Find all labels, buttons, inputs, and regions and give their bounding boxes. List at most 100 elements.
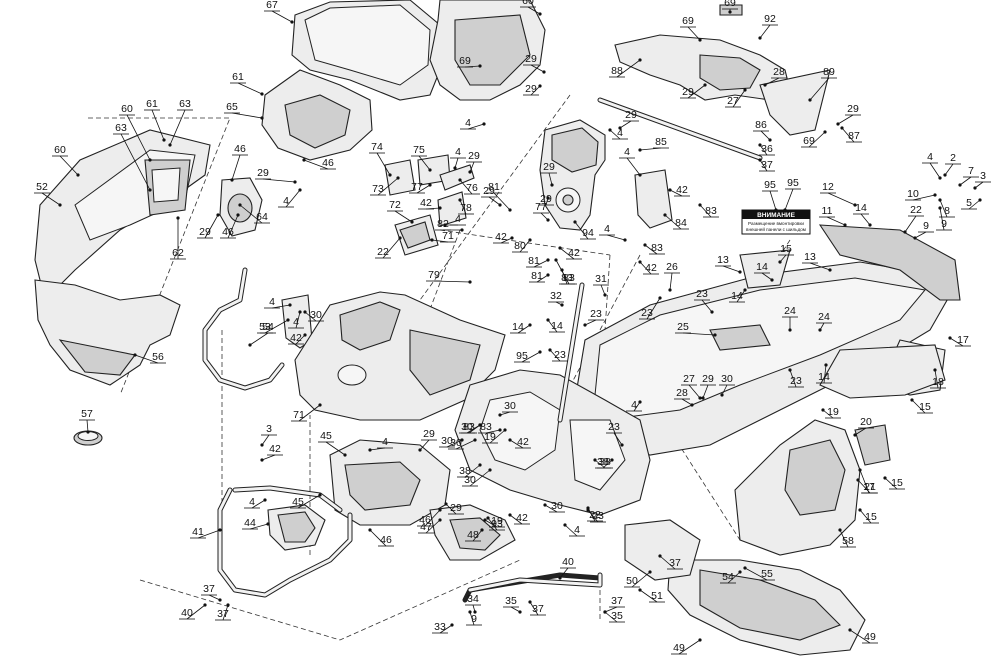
callout-9: 9: [466, 610, 482, 626]
callout-19: 19: [821, 406, 841, 419]
callout-69: 69: [801, 130, 827, 148]
callout-2: 2: [943, 152, 961, 177]
callout-number: 30: [721, 373, 733, 385]
callout-46: 46: [417, 508, 442, 527]
callout-29: 29: [444, 502, 464, 515]
callout-leader: [808, 131, 826, 148]
callout-number: 14: [818, 371, 830, 383]
callout-number: 4: [293, 316, 299, 328]
callout-target-dot: [943, 173, 947, 177]
callout-target-dot: [410, 220, 414, 224]
callout-19: 19: [483, 515, 505, 528]
callout-number: 32: [550, 290, 562, 302]
callout-target-dot: [480, 528, 484, 532]
callout-23: 23: [583, 308, 604, 327]
callout-40: 40: [179, 603, 207, 620]
callout-leader: [251, 499, 266, 509]
callout-95: 95: [783, 177, 801, 212]
callout-leader: [613, 432, 623, 446]
callout-number: 48: [467, 529, 479, 541]
callout-target-dot: [774, 208, 778, 212]
callout-number: 53: [259, 321, 271, 333]
callout-67: 67: [264, 0, 294, 24]
callout-leader: [841, 127, 855, 143]
callout-target-dot: [778, 260, 782, 264]
callout-target-dot: [473, 610, 477, 614]
callout-target-dot: [216, 213, 220, 217]
callout-35: 35: [603, 610, 625, 623]
callout-target-dot: [593, 458, 597, 462]
callout-number: 11: [822, 205, 833, 217]
callout-target-dot: [788, 368, 792, 372]
callout-leader: [249, 523, 269, 530]
callout-number: 7: [968, 165, 974, 177]
callout-number: 95: [764, 179, 776, 191]
callout-leader: [669, 272, 673, 291]
callout-target-dot: [848, 628, 852, 632]
callout-27: 27: [681, 373, 702, 400]
callout-target-dot: [973, 186, 977, 190]
callout-target-dot: [554, 258, 558, 262]
callout-leader: [489, 429, 506, 444]
callout-number: 30: [504, 400, 516, 412]
callout-41: 41: [190, 526, 222, 539]
callout-target-dot: [824, 363, 828, 367]
callout-target-dot: [460, 438, 464, 442]
callout-number: 13: [804, 251, 816, 263]
callout-25: 25: [675, 321, 717, 337]
callout-target-dot: [508, 208, 512, 212]
callout-leader: [197, 529, 221, 539]
callout-44: 44: [242, 517, 270, 530]
callout-number: 46: [322, 157, 334, 169]
callout-number: 20: [860, 416, 872, 428]
callout-29: 29: [541, 161, 557, 187]
callout-number: 29: [625, 109, 637, 121]
callout-number: 58: [842, 535, 854, 547]
callout-number: 41: [192, 526, 204, 538]
callout-leader: [944, 163, 954, 176]
callout-target-dot: [560, 268, 564, 272]
callout-target-dot: [290, 20, 294, 24]
callout-number: 14: [855, 202, 867, 214]
callout-number: 86: [755, 119, 767, 131]
callout-target-dot: [388, 173, 392, 177]
callout-10: 10: [905, 188, 937, 201]
callout-number: 83: [463, 421, 475, 433]
callout-target-dot: [638, 58, 642, 62]
callout-69: 69: [457, 55, 482, 68]
callout-95: 95: [762, 179, 778, 212]
callout-target-dot: [286, 318, 290, 322]
callout-target-dot: [948, 336, 952, 340]
callout-77: 77: [533, 201, 550, 222]
callout-number: 35: [611, 610, 623, 622]
callout-55: 55: [743, 566, 775, 581]
callout-leader: [544, 504, 558, 513]
callout-63: 63: [168, 98, 193, 147]
callout-leader: [859, 469, 870, 494]
callout-target-dot: [538, 12, 542, 16]
callout-number: 63: [115, 122, 127, 134]
callout-leader: [759, 144, 768, 156]
callout-target-dot: [638, 148, 642, 152]
callout-number: 23: [592, 510, 604, 522]
callout-target-dot: [853, 433, 857, 437]
callout-30: 30: [448, 437, 477, 450]
callout-leader: [418, 155, 431, 171]
callout-target-dot: [821, 408, 825, 412]
callout-leader: [827, 192, 856, 206]
callout-target-dot: [468, 280, 472, 284]
rear-side-panels: [624, 344, 946, 656]
callout-target-dot: [698, 638, 702, 642]
callout-target-dot: [318, 403, 322, 407]
callout-37: 37: [758, 158, 775, 172]
callout-29: 29: [680, 83, 707, 99]
callout-37: 37: [528, 600, 546, 616]
callout-leader: [904, 215, 917, 233]
callout-target-dot: [238, 203, 242, 207]
callout-number: 80: [514, 240, 526, 252]
callout-23: 23: [788, 368, 804, 388]
callout-58: 58: [838, 528, 856, 548]
callout-target-dot: [933, 368, 937, 372]
callout-number: 4: [455, 213, 461, 225]
callout-leader: [561, 269, 568, 285]
